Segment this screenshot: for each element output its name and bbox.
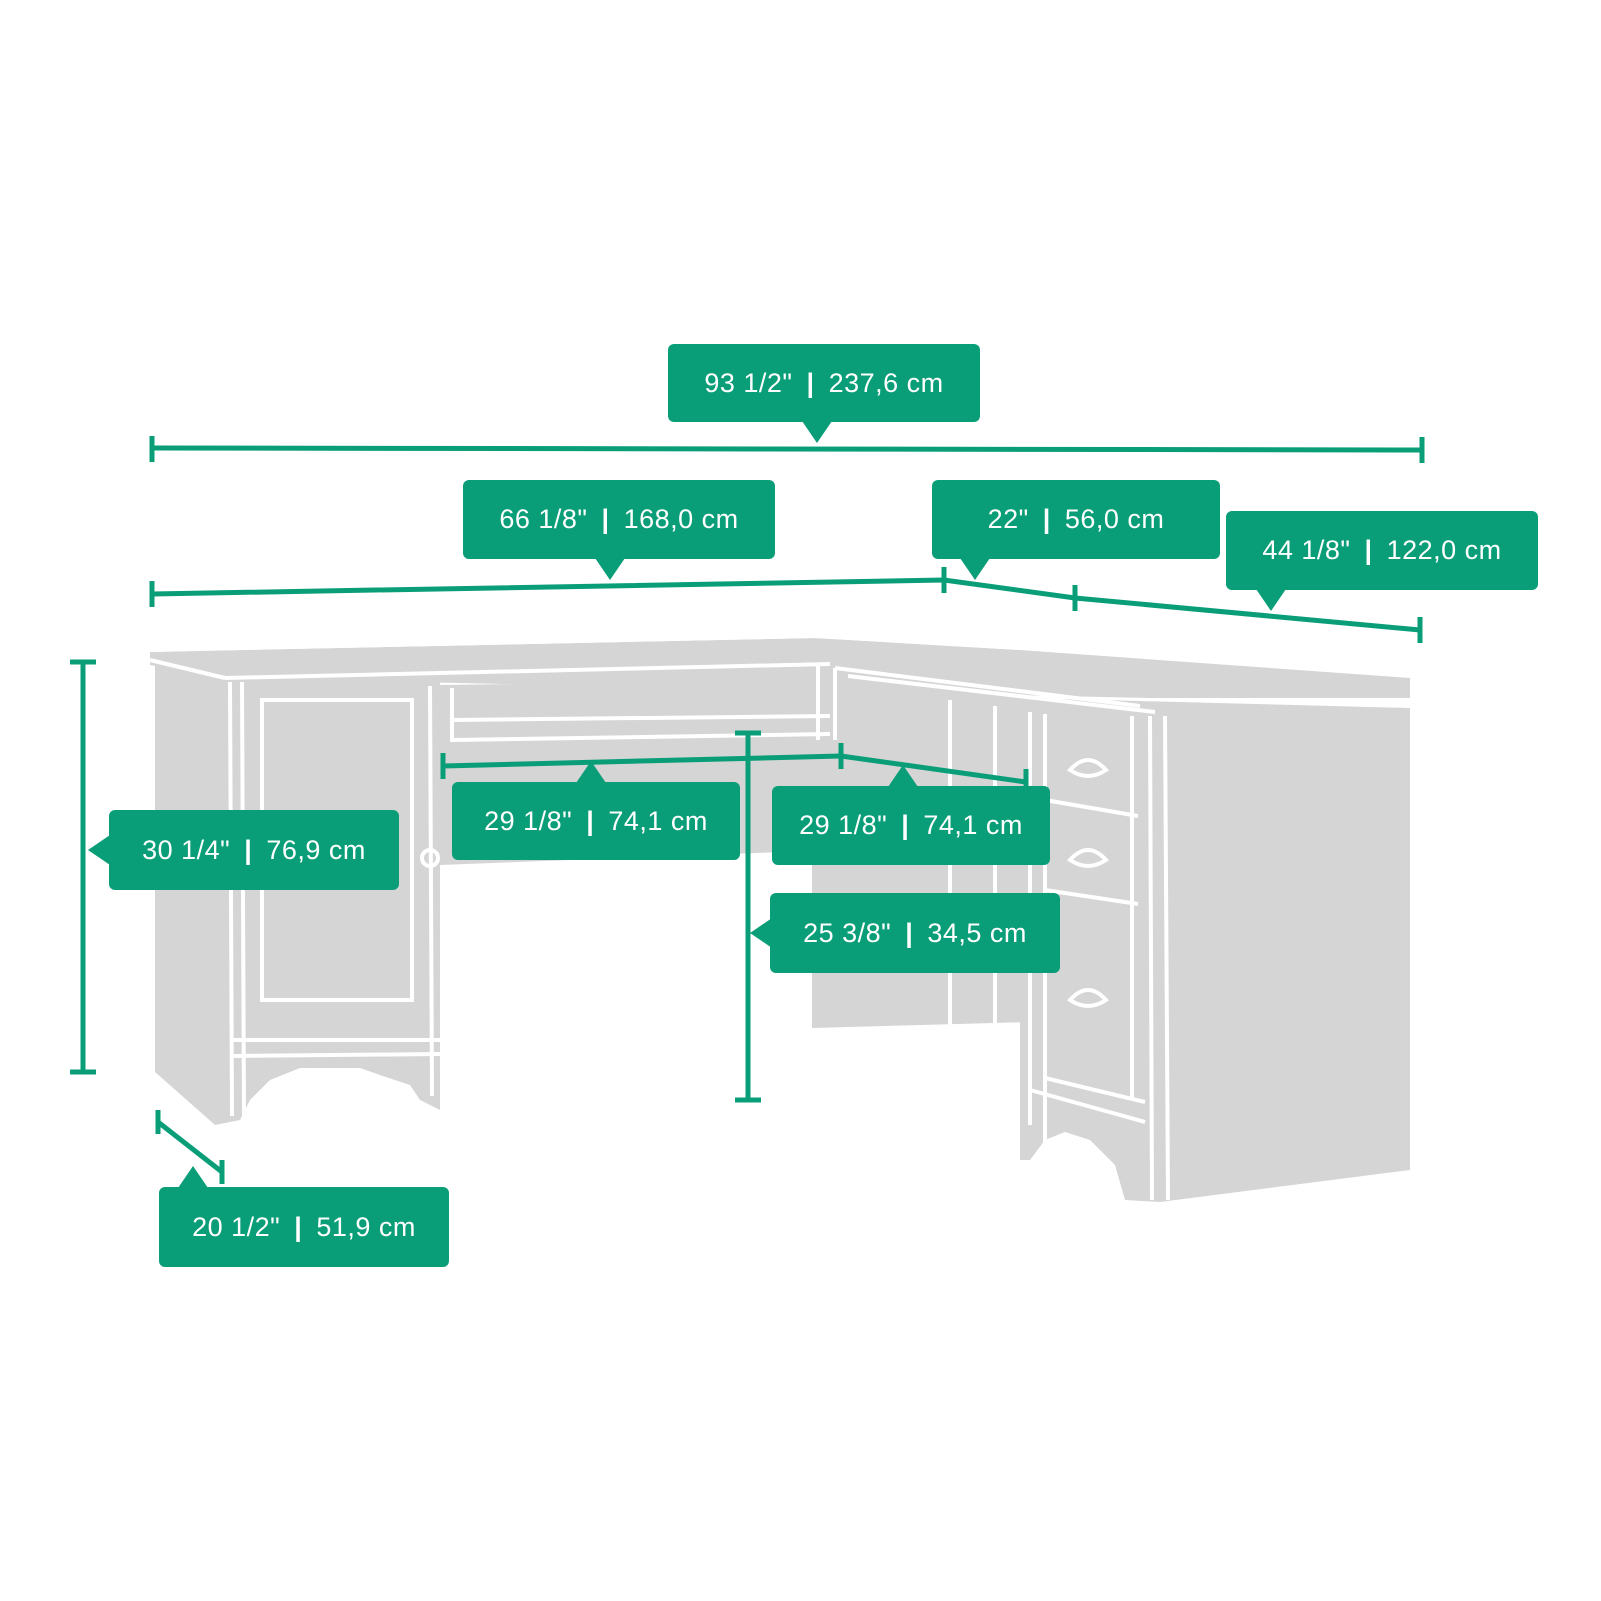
knee-width-left-imperial: 29 1/8" xyxy=(484,805,573,836)
knee-height-pointer xyxy=(750,918,772,948)
right-pedestal xyxy=(1020,698,1410,1202)
knee-width-right-imperial: 29 1/8" xyxy=(799,810,888,840)
corner-width-metric: 56,0 cm xyxy=(1064,504,1165,534)
depth-metric: 51,9 cm xyxy=(316,1211,416,1242)
corner-width-label: 22"|56,0 cm xyxy=(932,480,1220,559)
knee-width-right-label: 29 1/8"|74,1 cm xyxy=(772,786,1050,865)
height-imperial: 30 1/4" xyxy=(142,834,231,865)
depth-imperial: 20 1/2" xyxy=(192,1211,281,1242)
depth-pointer xyxy=(178,1166,208,1188)
corner-width-imperial: 22" xyxy=(987,504,1029,534)
overall-width-pointer xyxy=(802,421,832,443)
overall-width-imperial: 93 1/2" xyxy=(704,367,793,398)
return-width-label: 44 1/8"|122,0 cm xyxy=(1226,511,1538,590)
knee-height-label: 25 3/8"|34,5 cm xyxy=(770,893,1060,973)
knee-width-left-metric: 74,1 cm xyxy=(608,805,708,836)
overall-width-metric: 237,6 cm xyxy=(828,367,944,398)
knee-width-left-label: 29 1/8"|74,1 cm xyxy=(452,782,740,860)
desk-top xyxy=(150,638,1410,698)
dimension-lines xyxy=(70,436,1425,1184)
knee-width-left-pointer xyxy=(576,761,606,783)
knee-height-imperial: 25 3/8" xyxy=(803,917,892,948)
overall-width-line xyxy=(151,445,1423,453)
corner-width-pointer xyxy=(960,558,990,580)
height-metric: 76,9 cm xyxy=(266,834,366,865)
main-width-pointer xyxy=(595,558,625,580)
top-width-line xyxy=(151,577,1421,633)
left-pedestal xyxy=(155,665,440,1125)
main-width-imperial: 66 1/8" xyxy=(499,504,588,534)
depth-label: 20 1/2"|51,9 cm xyxy=(159,1187,449,1267)
return-width-pointer xyxy=(1256,589,1286,611)
return-width-metric: 122,0 cm xyxy=(1386,535,1502,565)
depth-line xyxy=(156,1120,224,1174)
main-width-label: 66 1/8"|168,0 cm xyxy=(463,480,775,559)
knee-width-right-metric: 74,1 cm xyxy=(923,810,1023,840)
height-label: 30 1/4"|76,9 cm xyxy=(109,810,399,890)
height-pointer xyxy=(88,835,110,865)
knee-width-right-pointer xyxy=(888,765,918,787)
return-width-imperial: 44 1/8" xyxy=(1262,535,1351,565)
main-width-metric: 168,0 cm xyxy=(623,504,739,534)
overall-width-label: 93 1/2"|237,6 cm xyxy=(668,344,980,422)
knee-height-metric: 34,5 cm xyxy=(927,917,1027,948)
